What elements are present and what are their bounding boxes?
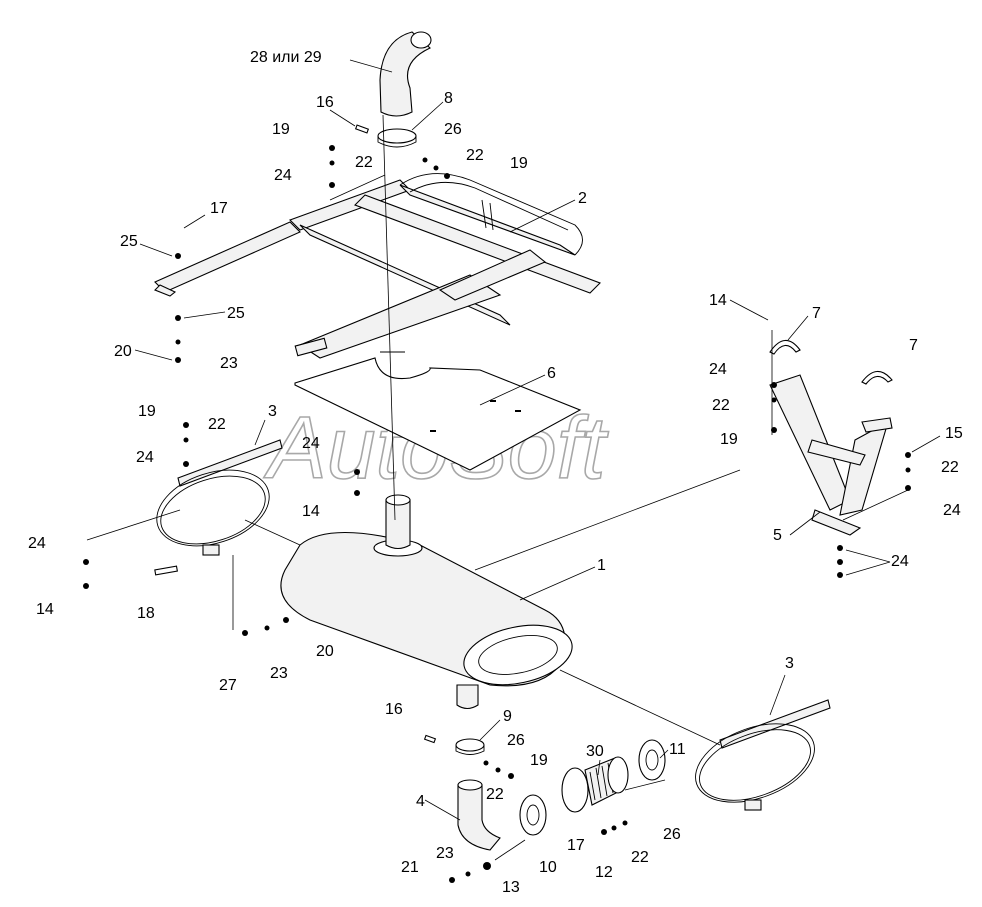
label-6: 6 [547, 365, 556, 382]
label-17-top: 17 [210, 200, 228, 217]
label-20-top: 20 [114, 343, 132, 360]
label-3-upper: 3 [268, 403, 277, 420]
label-23-top: 23 [220, 355, 238, 372]
label-20-left: 20 [316, 643, 334, 660]
label-16-bottom: 16 [385, 701, 403, 718]
label-7-b: 7 [909, 337, 918, 354]
label-19-right: 19 [720, 431, 738, 448]
lower-elbow-pipe-4 [457, 779, 501, 851]
label-14-right: 14 [709, 292, 727, 309]
label-23-left: 23 [270, 665, 288, 682]
label-19-bottom: 19 [530, 752, 548, 769]
label-26-bottom: 26 [507, 732, 525, 749]
label-26-right-bottom: 26 [663, 826, 681, 843]
label-19-left: 19 [138, 403, 156, 420]
muffler-body-1 [280, 494, 573, 710]
label-2: 2 [578, 190, 587, 207]
label-8: 8 [444, 90, 453, 107]
label-21: 21 [401, 859, 419, 876]
label-24-far-right: 24 [943, 502, 961, 519]
label-27: 27 [219, 677, 237, 694]
label-15: 15 [945, 425, 963, 442]
label-11: 11 [669, 741, 686, 758]
fasteners [83, 145, 911, 883]
label-3-lower: 3 [785, 655, 794, 672]
clamp-8 [377, 128, 417, 148]
label-22-top-right: 22 [466, 147, 484, 164]
label-25-lower: 25 [227, 305, 245, 322]
u-clamp-7-a [769, 339, 801, 355]
label-22-bottom: 22 [486, 786, 504, 803]
label-30: 30 [586, 743, 604, 760]
label-24-bracket: 24 [891, 553, 909, 570]
label-22-right-bottom: 22 [631, 849, 649, 866]
label-4: 4 [416, 793, 425, 810]
label-24-right: 24 [709, 361, 727, 378]
flex-pipe-30 [561, 756, 629, 813]
label-22-top-left: 22 [355, 154, 373, 171]
label-7-a: 7 [812, 305, 821, 322]
label-13: 13 [502, 879, 520, 896]
label-10: 10 [539, 859, 557, 876]
clamp-9 [455, 738, 485, 755]
label-26-top: 26 [444, 121, 462, 138]
gasket-11 [638, 739, 666, 781]
bracket-5 [769, 374, 893, 536]
exhaust-elbow-pipe [379, 31, 432, 117]
label-12: 12 [595, 864, 613, 881]
label-17-bottom: 17 [567, 837, 585, 854]
label-pointers [134, 59, 941, 821]
label-25-upper: 25 [120, 233, 138, 250]
label-19-top-right: 19 [510, 155, 528, 172]
label-14-far-left: 14 [36, 601, 54, 618]
mounting-frame-2 [154, 173, 601, 359]
u-clamp-7-b [861, 370, 893, 385]
bolt-16-top [354, 124, 370, 134]
label-5: 5 [773, 527, 782, 544]
label-9: 9 [503, 708, 512, 725]
label-19-top: 19 [272, 121, 290, 138]
label-1: 1 [597, 557, 606, 574]
label-24-left: 24 [136, 449, 154, 466]
leader-lines [86, 114, 909, 861]
label-18: 18 [137, 605, 155, 622]
label-24-center: 24 [302, 435, 320, 452]
label-28-29: 28 или 29 [250, 49, 322, 66]
label-24-far-left: 24 [28, 535, 46, 552]
label-16-top: 16 [316, 94, 334, 111]
label-23-bottom: 23 [436, 845, 454, 862]
strap-3-upper [156, 439, 283, 556]
label-14-center: 14 [302, 503, 320, 520]
label-22-far-right: 22 [941, 459, 959, 476]
label-24-top: 24 [274, 167, 292, 184]
strap-3-lower [695, 699, 831, 811]
callout-labels: 28 или 29 16 8 19 26 22 22 19 24 2 17 25… [28, 49, 963, 896]
heat-shield-6 [294, 351, 582, 471]
gasket-10 [519, 794, 547, 836]
label-22-right: 22 [712, 397, 730, 414]
label-22-left: 22 [208, 416, 226, 433]
